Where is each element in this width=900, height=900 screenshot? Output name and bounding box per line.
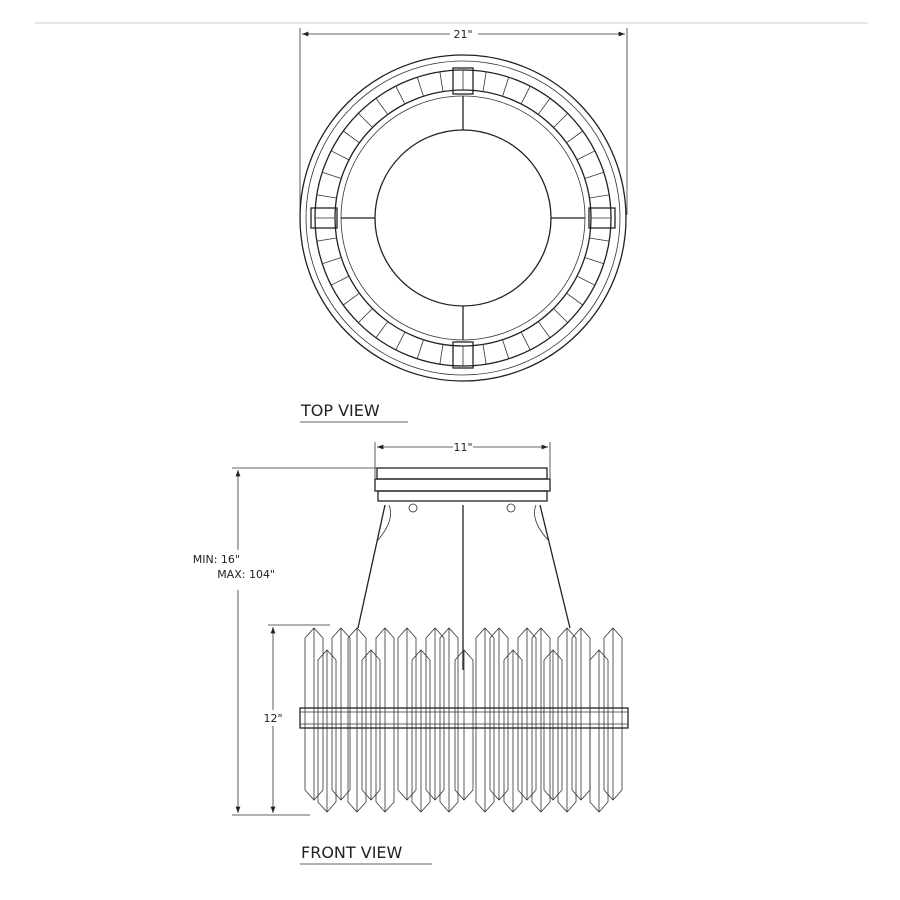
crystal-segment xyxy=(584,257,604,265)
crystal-segment xyxy=(395,85,406,105)
center-band xyxy=(299,707,629,729)
crystal-segment xyxy=(316,194,337,199)
crystal xyxy=(361,649,381,801)
crystal-segment xyxy=(439,71,444,92)
crystal-segment xyxy=(416,339,424,359)
crystal xyxy=(304,627,324,801)
crystal-segment xyxy=(330,150,350,161)
crystal xyxy=(475,627,495,813)
crystal xyxy=(411,649,431,813)
crystal-segment xyxy=(343,292,360,306)
crystal-segment xyxy=(502,77,510,97)
crystal-segment xyxy=(482,71,487,92)
crystal xyxy=(517,627,537,801)
crystal-segment xyxy=(358,113,373,128)
crystal xyxy=(489,627,509,801)
crystal xyxy=(454,649,474,801)
crystal xyxy=(603,627,623,801)
crystal-segment xyxy=(395,331,406,351)
crystal xyxy=(557,627,577,813)
crystal-segment xyxy=(566,130,583,144)
crystal-segment xyxy=(589,237,610,242)
crystal xyxy=(331,627,351,801)
drop-min: MIN: 16" xyxy=(193,553,240,566)
crystal xyxy=(317,649,337,813)
crystal-segment xyxy=(553,113,568,128)
canopy-dimension: 11" xyxy=(453,441,472,454)
crystal xyxy=(347,627,367,813)
crystal-segment xyxy=(502,339,510,359)
front-view: 11" MIN: 16" MAX: 104" 12" FRONT VIEW xyxy=(190,441,629,865)
crystal xyxy=(543,649,563,801)
crystal-segment xyxy=(537,321,551,338)
crystal-segment xyxy=(322,171,342,179)
crystal-segment xyxy=(416,77,424,97)
crystal xyxy=(589,649,609,813)
top-width-dimension: 21" xyxy=(453,28,472,41)
crystal-segment xyxy=(482,344,487,365)
crystal-segment xyxy=(322,257,342,265)
crystal xyxy=(425,627,445,801)
crystal-segment xyxy=(589,194,610,199)
crystal-segment xyxy=(576,150,596,161)
crystal xyxy=(397,627,417,801)
body-height-dimension: 12" xyxy=(263,712,282,725)
crystal-segment xyxy=(566,292,583,306)
crystal xyxy=(375,627,395,813)
crystal-segment xyxy=(375,98,389,115)
crystal-segment xyxy=(330,275,350,286)
drop-max: MAX: 104" xyxy=(217,568,275,581)
crystal-segment xyxy=(358,308,373,323)
crystal-segment xyxy=(316,237,337,242)
front-view-title: FRONT VIEW xyxy=(301,843,403,862)
top-view-title: TOP VIEW xyxy=(300,401,380,420)
crystal-segment xyxy=(553,308,568,323)
top-view: 21" TOP VIEW xyxy=(299,28,628,423)
crystal xyxy=(531,627,551,813)
crystal xyxy=(571,627,591,801)
crystal-segment xyxy=(584,171,604,179)
crystal-segment xyxy=(520,331,531,351)
crystal xyxy=(503,649,523,813)
crystal-segment xyxy=(343,130,360,144)
crystal-segment xyxy=(375,321,389,338)
crystal-segment xyxy=(520,85,531,105)
crystal-segment xyxy=(537,98,551,115)
crystal xyxy=(439,627,459,813)
crystal-segment xyxy=(576,275,596,286)
crystal-segment xyxy=(439,344,444,365)
